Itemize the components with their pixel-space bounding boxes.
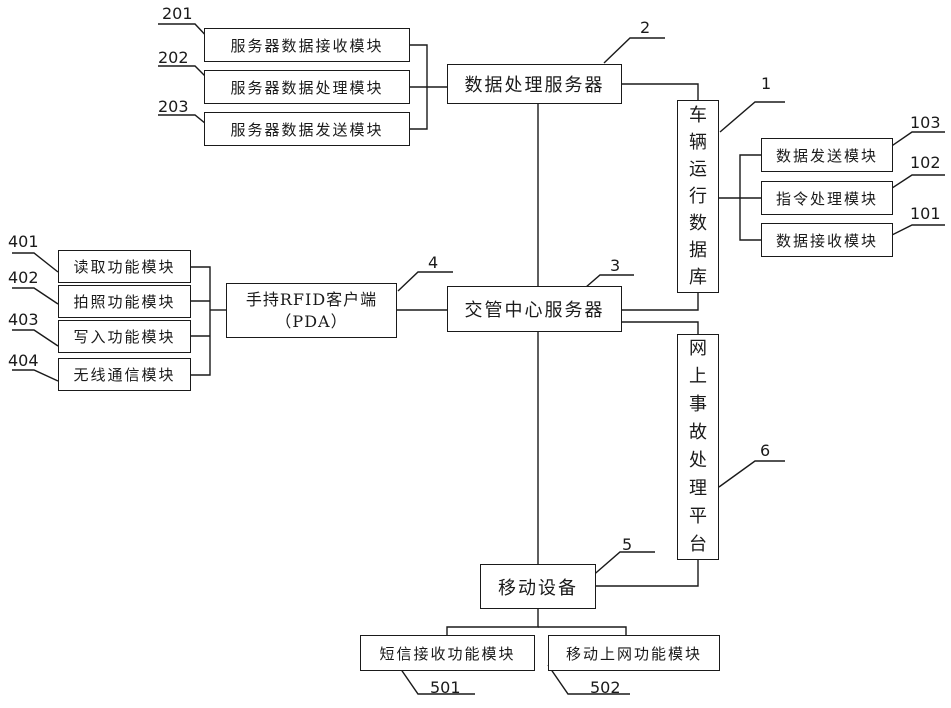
wireless-communication-module: 无线通信模块 [58,358,191,391]
server-data-receive-module: 服务器数据接收模块 [204,28,410,62]
wireless-communication-module-label: 无线通信模块 [73,364,175,385]
vertical-char: 库 [689,264,707,291]
data-send-module-label: 数据发送模块 [776,145,878,166]
vertical-char: 网 [689,335,707,363]
traffic-management-center-server-label: 交管中心服务器 [465,296,605,322]
ref-403: 403 [8,312,39,328]
ref-202: 202 [158,50,189,66]
vertical-char: 处 [689,447,707,475]
ref-401: 401 [8,234,39,250]
handheld-rfid-client-sublabel: （PDA） [275,311,347,333]
vertical-char: 理 [689,475,707,503]
instruction-process-module: 指令处理模块 [761,181,893,215]
vertical-char: 事 [689,391,707,419]
mobile-internet-function-module-label: 移动上网功能模块 [566,643,702,664]
ref-404: 404 [8,353,39,369]
ref-203: 203 [158,99,189,115]
server-data-send-module: 服务器数据发送模块 [204,112,410,146]
ref-2: 2 [640,20,650,36]
server-data-process-module-label: 服务器数据处理模块 [230,77,383,98]
server-data-send-module-label: 服务器数据发送模块 [230,119,383,140]
ref-502: 502 [590,680,621,696]
sms-receive-function-module-label: 短信接收功能模块 [379,643,515,664]
ref-1: 1 [761,76,771,92]
data-receive-module-label: 数据接收模块 [776,230,878,251]
ref-501: 501 [430,680,461,696]
data-send-module: 数据发送模块 [761,138,893,172]
mobile-device: 移动设备 [480,564,596,609]
online-accident-processing-platform: 网上事故处理平台 [677,334,719,560]
ref-402: 402 [8,270,39,286]
ref-103: 103 [910,115,941,131]
server-data-process-module: 服务器数据处理模块 [204,70,410,104]
vertical-char: 故 [689,419,707,447]
handheld-rfid-client-label: 手持RFID客户端 [246,289,377,311]
ref-201: 201 [162,6,193,22]
vertical-char: 台 [689,531,707,559]
data-processing-server: 数据处理服务器 [447,64,622,104]
write-function-module-label: 写入功能模块 [73,326,175,347]
ref-6: 6 [760,443,770,459]
traffic-management-center-server: 交管中心服务器 [447,286,622,332]
vertical-char: 辆 [689,129,707,156]
data-receive-module: 数据接收模块 [761,223,893,257]
ref-101: 101 [910,206,941,222]
ref-102: 102 [910,155,941,171]
write-function-module: 写入功能模块 [58,320,191,353]
ref-4: 4 [428,255,438,271]
online-accident-processing-platform-label: 网上事故处理平台 [689,335,707,559]
ref-5: 5 [622,537,632,553]
sms-receive-function-module: 短信接收功能模块 [360,635,535,671]
ref-3: 3 [610,258,620,274]
server-data-receive-module-label: 服务器数据接收模块 [230,35,383,56]
vertical-char: 据 [689,237,707,264]
vertical-char: 车 [689,102,707,129]
vertical-char: 行 [689,183,707,210]
photo-function-module: 拍照功能模块 [58,285,191,318]
handheld-rfid-client: 手持RFID客户端 （PDA） [226,283,397,338]
vertical-char: 数 [689,210,707,237]
vertical-char: 平 [689,503,707,531]
mobile-device-label: 移动设备 [498,574,578,600]
data-processing-server-label: 数据处理服务器 [465,71,605,97]
vertical-char: 上 [689,363,707,391]
read-function-module-label: 读取功能模块 [73,256,175,277]
mobile-internet-function-module: 移动上网功能模块 [548,635,720,671]
instruction-process-module-label: 指令处理模块 [776,188,878,209]
photo-function-module-label: 拍照功能模块 [73,291,175,312]
vertical-char: 运 [689,156,707,183]
read-function-module: 读取功能模块 [58,250,191,283]
vehicle-operation-database: 车辆运行数据库 [677,100,719,293]
vehicle-operation-database-label: 车辆运行数据库 [689,102,707,291]
